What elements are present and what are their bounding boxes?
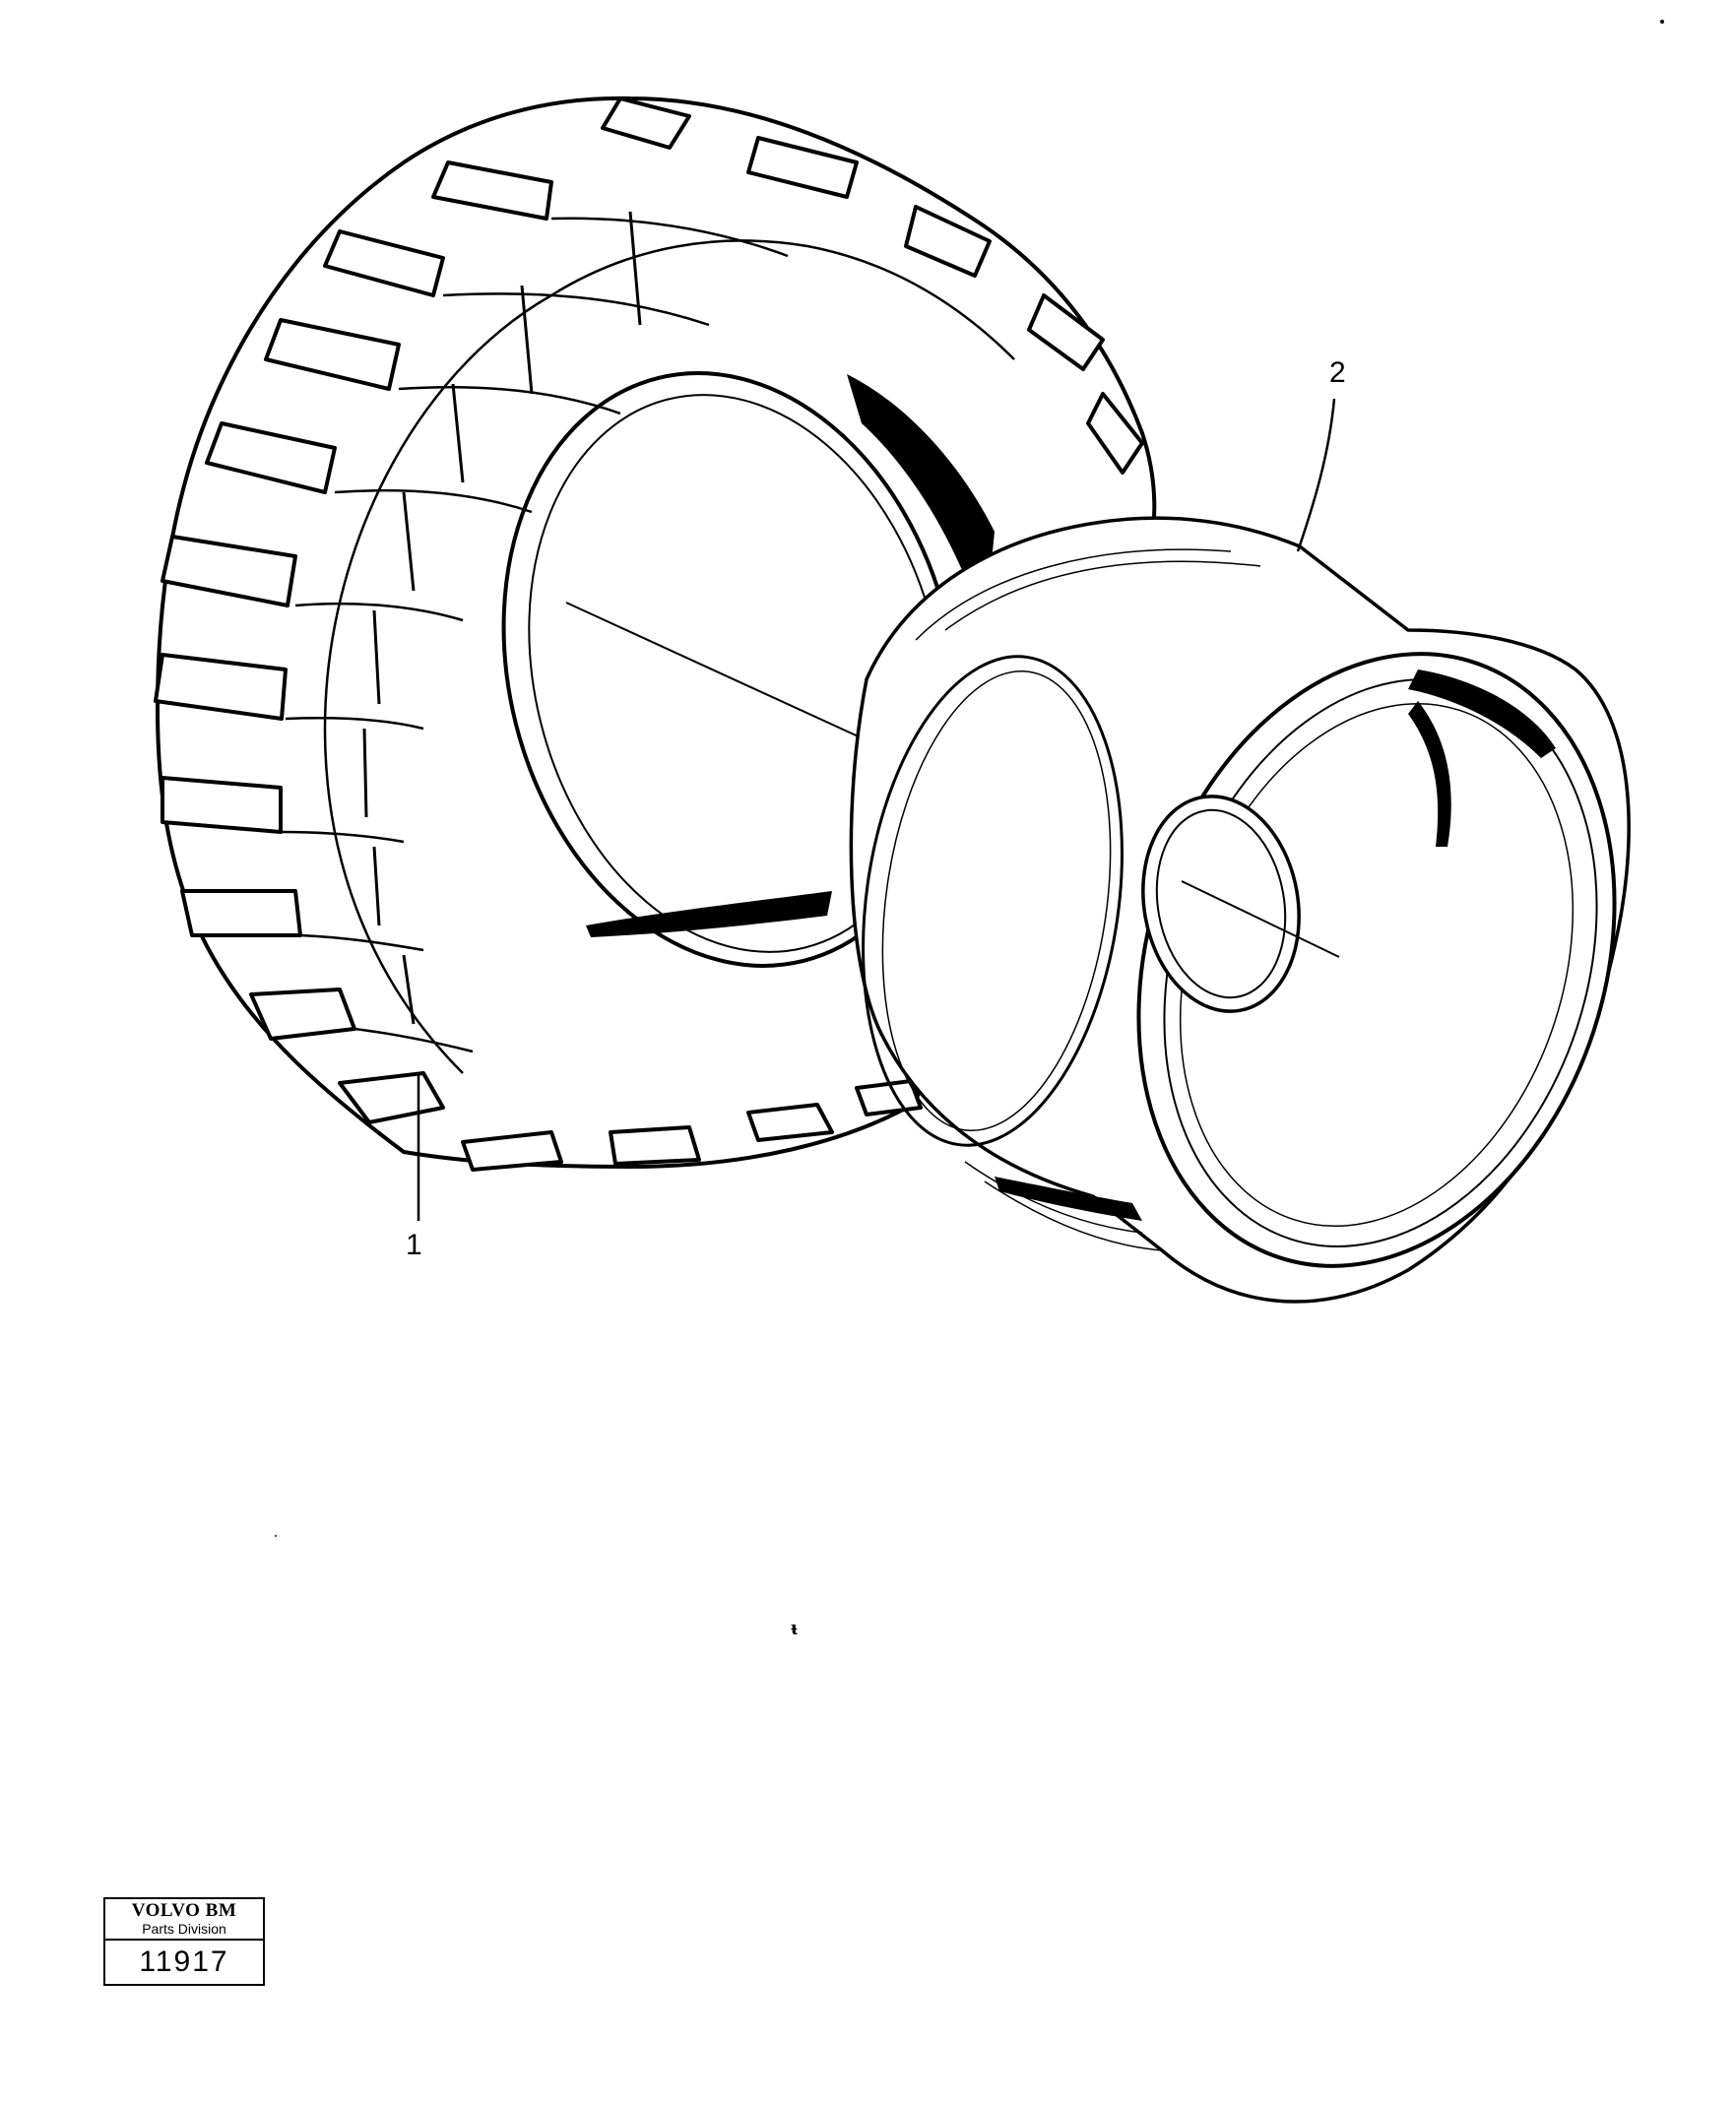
callout-2-leader bbox=[1296, 398, 1336, 552]
print-speck: ᵼ bbox=[791, 1615, 798, 1639]
rim-bottom-shadow bbox=[995, 1177, 1142, 1221]
rim-back-flange-inner bbox=[881, 670, 1112, 1131]
rim-well-shadow-2 bbox=[1408, 701, 1451, 847]
tire-inner-shadow-lower bbox=[586, 891, 832, 937]
tread-ribs bbox=[280, 217, 789, 1053]
rim-well-shadow bbox=[1408, 669, 1556, 758]
parts-division-stamp: VOLVO BM Parts Division 11917 bbox=[103, 1897, 265, 1986]
registration-dot bbox=[274, 1534, 278, 1538]
rim-hub-bore-inner bbox=[1155, 808, 1287, 999]
wheel-rim bbox=[849, 516, 1631, 1304]
rim-back-flange bbox=[862, 655, 1124, 1147]
callout-number-rim: 2 bbox=[1329, 356, 1346, 389]
stamp-division: Parts Division bbox=[105, 1921, 263, 1941]
registration-dot bbox=[1660, 20, 1664, 24]
tread-lugs bbox=[154, 96, 1144, 1124]
stamp-brand: VOLVO BM bbox=[131, 1900, 237, 1921]
stamp-code: 11917 bbox=[139, 1945, 229, 1978]
assembly-axis-line-lower bbox=[1181, 880, 1340, 958]
tire-sidewall-shoulder bbox=[323, 239, 1015, 1074]
rim-hub-bore-outer bbox=[1141, 795, 1301, 1013]
tread-grooves bbox=[362, 211, 642, 1025]
rim-bands bbox=[915, 548, 1261, 1251]
callout-number-tire: 1 bbox=[406, 1229, 422, 1261]
tire-inner-shadow bbox=[847, 374, 995, 630]
tread-lugs-bottom bbox=[461, 1079, 923, 1172]
